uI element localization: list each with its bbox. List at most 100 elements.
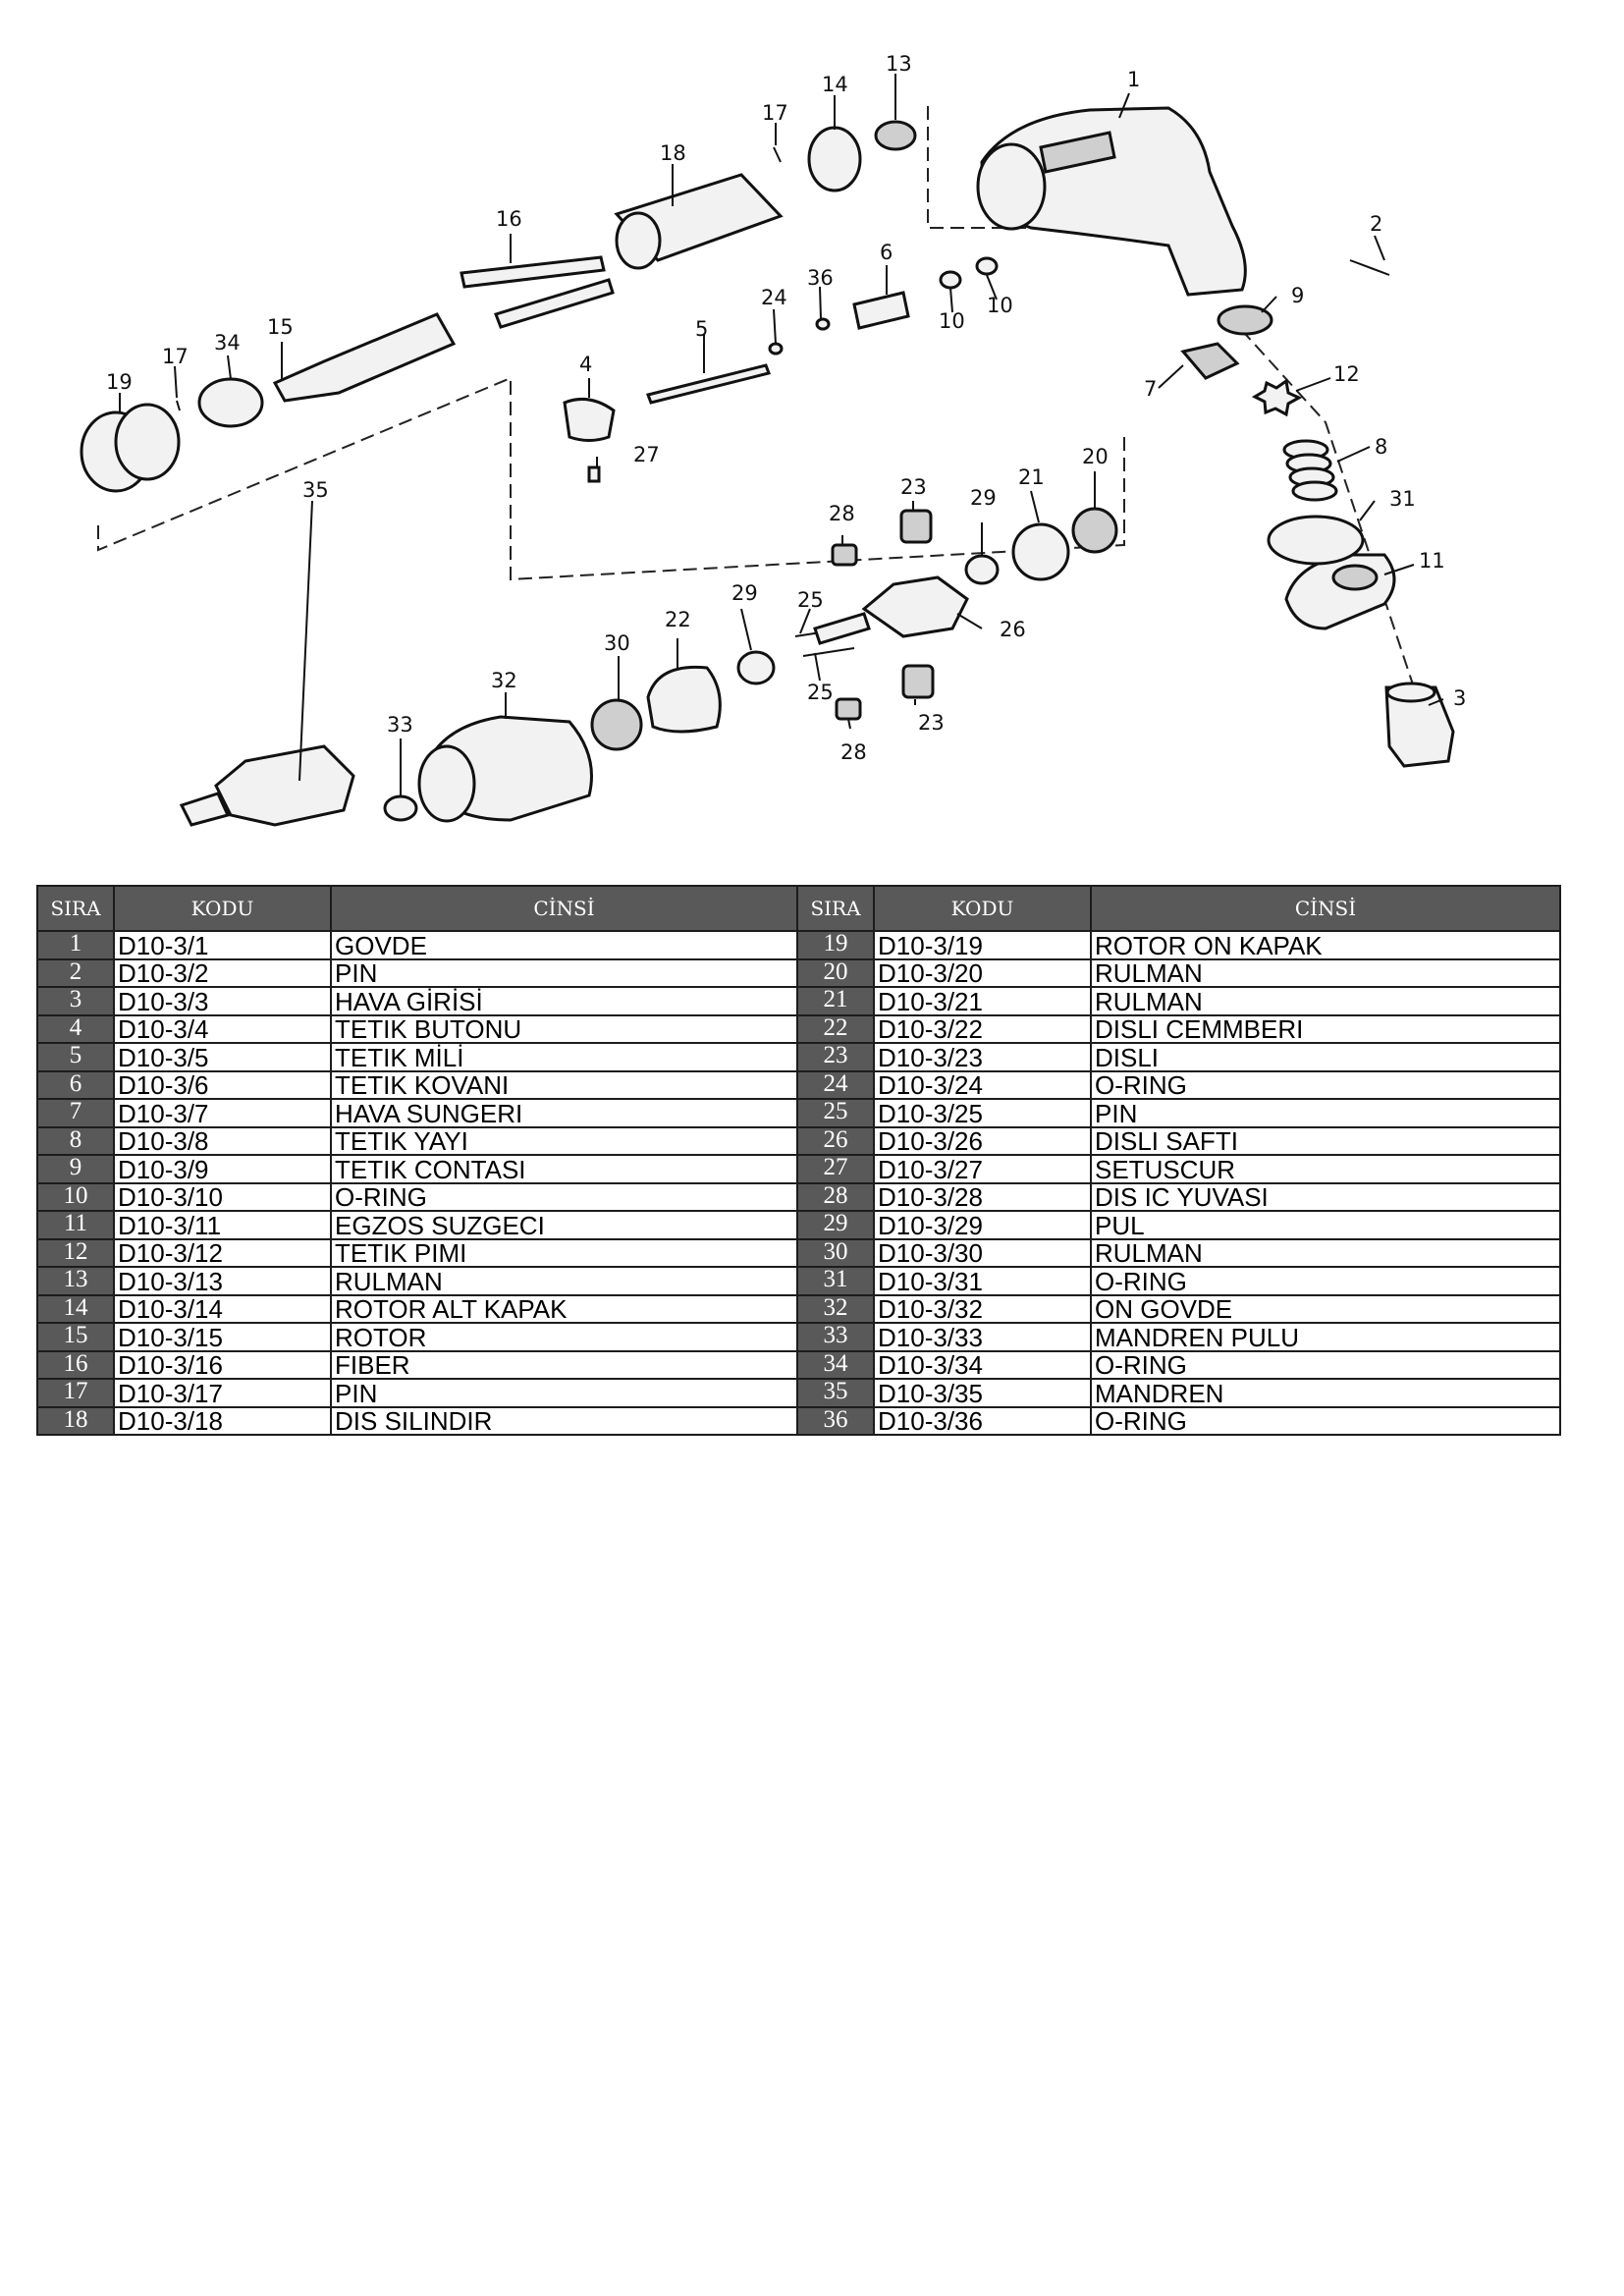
callout-31: 31 [1389, 487, 1416, 511]
callout-15: 15 [267, 315, 294, 339]
part-name: HAVA SUNGERI [330, 1098, 798, 1128]
row-number: 10 [36, 1181, 115, 1212]
part-code: D10-3/21 [873, 986, 1092, 1016]
guide-line-handle [1226, 313, 1435, 747]
part-code: D10-3/28 [873, 1181, 1092, 1212]
part-name: DISLI [1090, 1042, 1561, 1072]
callout-6: 6 [880, 241, 893, 264]
part-chuck-washer [383, 794, 418, 822]
part-rotor [272, 312, 457, 403]
callout-5: 5 [695, 317, 708, 341]
part-gear-23b [901, 664, 935, 699]
part-name: O-RING [1090, 1405, 1561, 1436]
part-o-ring-31 [1267, 515, 1365, 566]
callout-10a: 10 [939, 309, 965, 333]
part-name: TETIK CONTASI [330, 1154, 798, 1184]
callout-23a: 23 [900, 475, 927, 499]
part-trigger-button [563, 397, 616, 442]
guide-line-left [97, 376, 1125, 581]
part-name: RULMAN [330, 1266, 798, 1296]
part-code: D10-3/35 [873, 1378, 1092, 1408]
callout-20: 20 [1082, 445, 1109, 468]
callout-33: 33 [387, 713, 413, 737]
part-teeth-seat-28b [835, 697, 862, 721]
part-name: RULMAN [1090, 957, 1561, 988]
callout-35: 35 [302, 478, 329, 502]
part-code: D10-3/19 [873, 930, 1092, 960]
part-name: RULMAN [1090, 986, 1561, 1016]
part-code: D10-3/4 [113, 1013, 332, 1044]
callout-12: 12 [1333, 362, 1360, 386]
part-name: ROTOR ON KAPAK [1090, 930, 1561, 960]
header-cinsi-2: CİNSİ [1090, 885, 1561, 932]
part-name: PIN [330, 957, 798, 988]
part-code: D10-3/20 [873, 957, 1092, 988]
header-kodu: KODU [113, 885, 332, 932]
part-rotor-back-cover [807, 126, 862, 192]
callout-28a: 28 [829, 502, 855, 525]
row-number: 9 [36, 1154, 115, 1184]
row-number: 2 [36, 957, 115, 988]
part-name: HAVA GİRİSİ [330, 986, 798, 1016]
row-number: 22 [796, 1013, 875, 1044]
part-teeth-seat-28a [831, 543, 858, 567]
part-code: D10-3/14 [113, 1293, 332, 1324]
part-o-ring-24 [768, 342, 784, 355]
part-code: D10-3/33 [873, 1322, 1092, 1352]
callout-10b: 10 [987, 294, 1013, 317]
callout-17b: 17 [162, 345, 189, 368]
callout-27: 27 [633, 443, 660, 466]
part-code: D10-3/23 [873, 1042, 1092, 1072]
header-sira-2: SIRA [796, 885, 875, 932]
row-number: 4 [36, 1013, 115, 1044]
part-rotor-front-cover [80, 403, 181, 493]
row-number: 35 [796, 1378, 875, 1408]
row-number: 13 [36, 1266, 115, 1296]
part-gear-23a [899, 509, 933, 544]
row-number: 32 [796, 1293, 875, 1324]
part-name: TETIK YAYI [330, 1125, 798, 1156]
callout-2: 2 [1370, 212, 1382, 236]
part-name: ROTOR ALT KAPAK [330, 1293, 798, 1324]
callout-24: 24 [761, 286, 787, 309]
part-pin-17b [176, 400, 181, 411]
part-air-sponge [1180, 342, 1240, 380]
callout-25b: 25 [807, 681, 834, 704]
row-number: 30 [796, 1237, 875, 1268]
row-number: 34 [796, 1349, 875, 1380]
part-name: ON GOVDE [1090, 1293, 1561, 1324]
row-number: 15 [36, 1322, 115, 1352]
callout-36: 36 [807, 266, 834, 290]
header-sira: SIRA [36, 885, 115, 932]
row-number: 25 [796, 1098, 875, 1128]
part-code: D10-3/26 [873, 1125, 1092, 1156]
part-o-ring-34 [197, 377, 264, 428]
part-name: O-RING [330, 1181, 798, 1212]
callout-leaders [119, 74, 1444, 795]
callout-19: 19 [106, 370, 133, 394]
part-pin-25b [802, 647, 855, 657]
part-code: D10-3/31 [873, 1266, 1092, 1296]
part-name: RULMAN [1090, 1237, 1561, 1268]
part-name: TETIK PIMI [330, 1237, 798, 1268]
part-bearing-30 [590, 698, 643, 751]
part-name: EGZOS SUZGECI [330, 1210, 798, 1240]
part-trigger-sleeve [852, 291, 910, 330]
part-fiber-blades [460, 255, 615, 329]
callout-16: 16 [496, 207, 522, 231]
row-number: 6 [36, 1069, 115, 1100]
callout-25a: 25 [797, 588, 824, 612]
part-front-body [417, 715, 593, 823]
callout-8: 8 [1375, 435, 1387, 459]
part-name: ROTOR [330, 1322, 798, 1352]
part-trigger-pin-star [1251, 378, 1303, 417]
part-set-screw [587, 465, 601, 483]
